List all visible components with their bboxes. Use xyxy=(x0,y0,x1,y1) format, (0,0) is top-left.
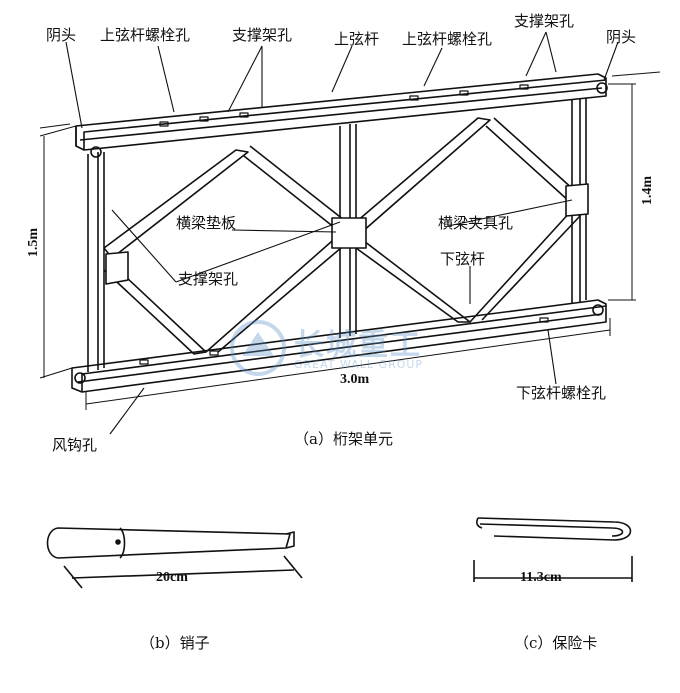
safety-clip-drawing xyxy=(473,517,633,582)
upper-chord-holes xyxy=(159,84,529,127)
watermark-title: 长城重工 xyxy=(294,328,422,363)
label-upper-chord-bolt-right: 上弦杆螺栓孔 xyxy=(402,30,493,48)
transom-pad-left xyxy=(105,251,129,285)
lower-chord-holes xyxy=(139,317,549,365)
watermark-logo-icon xyxy=(230,320,286,376)
dim-length: 3.0m xyxy=(340,372,370,387)
label-brace-hole-top-left: 支撑架孔 xyxy=(232,26,293,44)
dim-height-left: 1.5m xyxy=(26,228,41,258)
pin-drawing xyxy=(46,527,303,589)
label-upper-chord-bolt-left: 上弦杆螺栓孔 xyxy=(100,26,191,44)
label-wind-hook-hole: 风钩孔 xyxy=(52,436,98,454)
label-brace-hole-mid: 支撑架孔 xyxy=(178,270,239,288)
female-end-left-bottom xyxy=(74,372,86,384)
upper-chord xyxy=(75,73,607,151)
dimension-lines xyxy=(39,71,661,410)
label-transom-pad: 横梁垫板 xyxy=(176,214,237,232)
watermark-subtitle: GREAT WALL GROUP xyxy=(294,358,424,371)
female-end-right-top xyxy=(596,82,608,94)
label-female-end-right: 阴头 xyxy=(606,28,637,46)
transom-pad-right xyxy=(565,183,589,217)
dim-pin-length: 20cm xyxy=(156,570,188,585)
dim-height-right: 1.4m xyxy=(640,176,655,206)
watermark: 长城重工 GREAT WALL GROUP xyxy=(228,318,448,378)
label-lower-chord: 下弦杆 xyxy=(440,250,486,268)
label-female-end-left: 阴头 xyxy=(46,26,77,44)
dim-clip-length: 11.3cm xyxy=(520,570,562,585)
left-post xyxy=(87,152,105,372)
label-lower-chord-bolt: 下弦杆螺栓孔 xyxy=(516,384,607,402)
label-brace-hole-top-right: 支撑架孔 xyxy=(514,12,575,30)
female-end-right-bottom xyxy=(592,304,604,316)
label-upper-chord: 上弦杆 xyxy=(334,30,380,48)
caption-pin: （b）销子 xyxy=(140,634,210,652)
caption-truss-unit: （a）桁架单元 xyxy=(294,430,393,448)
caption-safety-clip: （c）保险卡 xyxy=(514,634,598,652)
female-end-left-top xyxy=(90,146,102,158)
label-transom-clamp-hole: 横梁夹具孔 xyxy=(438,214,514,232)
leader-lines xyxy=(65,31,619,435)
